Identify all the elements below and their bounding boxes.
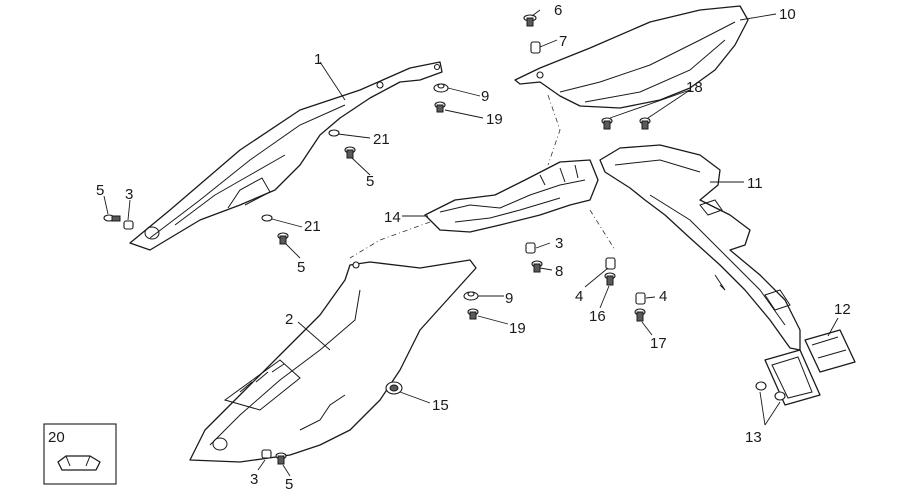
callout-5-b: 5 xyxy=(366,173,374,190)
callout-17: 17 xyxy=(650,335,667,352)
part-12-reflector xyxy=(804,329,856,373)
nut-13-b xyxy=(774,391,786,401)
screw-5-a xyxy=(103,214,121,222)
callout-20: 20 xyxy=(48,429,65,446)
plate-mounting-plate xyxy=(764,349,821,406)
callout-3-a: 3 xyxy=(125,186,133,203)
callout-12: 12 xyxy=(834,301,851,318)
clip-21-upper xyxy=(328,129,340,137)
callout-2: 2 xyxy=(285,311,293,328)
callout-18: 18 xyxy=(686,79,703,96)
screw-5-c xyxy=(277,232,289,245)
screw-18-b xyxy=(639,117,651,130)
hardware xyxy=(103,14,786,465)
callout-9-b: 9 xyxy=(505,290,513,307)
screw-18-a xyxy=(601,117,613,130)
screw-19-lower xyxy=(467,308,479,320)
callout-4-b: 4 xyxy=(659,288,667,305)
callout-labels: 1 2 3 3 3 4 4 5 5 5 5 6 7 8 9 9 10 11 12… xyxy=(48,2,851,491)
screw-19-upper xyxy=(434,101,446,113)
part-11-plate-holder-bracket xyxy=(599,144,801,351)
callout-5-d: 5 xyxy=(285,476,293,491)
bushing-3-b xyxy=(525,242,536,254)
callout-9-a: 9 xyxy=(481,88,489,105)
part-2-lower-side-panel xyxy=(189,259,477,463)
bushing-3-c xyxy=(261,449,272,459)
callout-6: 6 xyxy=(554,2,562,19)
part-14-undertail-tray xyxy=(424,159,599,233)
callout-19-b: 19 xyxy=(509,320,526,337)
callout-3-c: 3 xyxy=(250,471,258,488)
screw-17 xyxy=(634,308,646,322)
bushing-3-a xyxy=(123,220,134,230)
callout-14: 14 xyxy=(384,209,401,226)
screw-5-b xyxy=(344,146,356,159)
screw-5-d xyxy=(275,452,287,465)
bushing-7 xyxy=(530,41,541,54)
callout-7: 7 xyxy=(559,33,567,50)
callout-11: 11 xyxy=(747,175,763,192)
screw-6 xyxy=(523,14,537,27)
bushing-4-b xyxy=(635,292,646,305)
part-20-inset xyxy=(43,423,117,485)
grommet-15 xyxy=(385,381,403,395)
callout-10: 10 xyxy=(779,6,796,23)
callout-1: 1 xyxy=(314,51,322,68)
part-10-rear-top-cover xyxy=(514,5,749,109)
clip-21-lower xyxy=(261,214,273,222)
part-1-left-side-fairing xyxy=(129,61,443,251)
callout-21-b: 21 xyxy=(304,218,321,235)
washer-9-lower xyxy=(463,291,479,301)
nut-13-a xyxy=(755,381,767,391)
callout-15: 15 xyxy=(432,397,449,414)
callout-5-c: 5 xyxy=(297,259,305,276)
callout-4-a: 4 xyxy=(575,288,583,305)
screw-8 xyxy=(531,260,543,273)
leader-lines xyxy=(103,9,839,477)
callout-16: 16 xyxy=(589,308,606,325)
callout-5-a: 5 xyxy=(96,182,104,199)
callout-13: 13 xyxy=(745,429,762,446)
callout-19-a: 19 xyxy=(486,111,503,128)
screw-16 xyxy=(604,272,616,286)
callout-8: 8 xyxy=(555,263,563,280)
bushing-4-a xyxy=(605,257,616,270)
assembly-lines xyxy=(349,94,616,259)
washer-9-upper xyxy=(433,83,449,93)
callout-21-a: 21 xyxy=(373,131,390,148)
callout-3-b: 3 xyxy=(555,235,563,252)
